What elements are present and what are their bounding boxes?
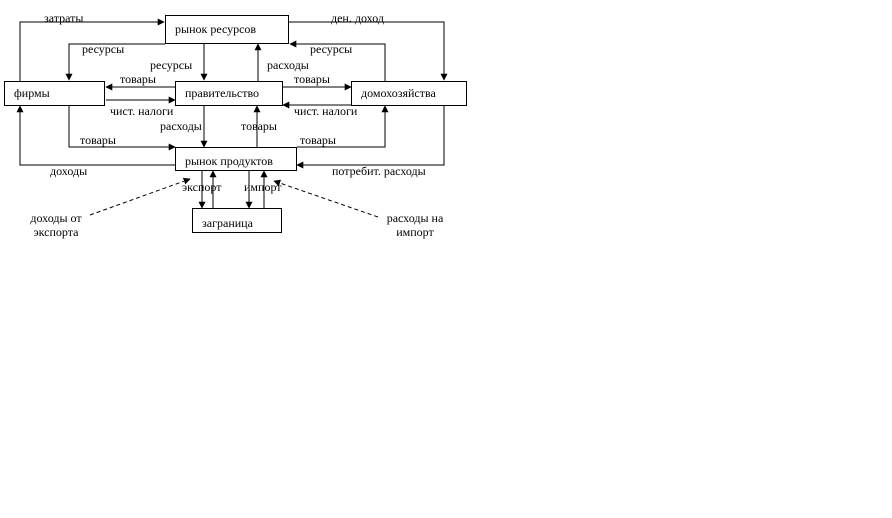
label-costs: затраты [44, 11, 84, 25]
resource-market-box: рынок ресурсов [165, 15, 289, 44]
label-net-taxes-households: чист. налоги [294, 104, 358, 118]
label-gov-spending-top: расходы [267, 58, 309, 72]
label-gov-spending-bottom: расходы [160, 119, 202, 133]
government-box: правительство [175, 81, 283, 106]
label-export-income-line2: экспорта [33, 225, 79, 239]
flow-resources-firms-arrow [65, 43, 165, 81]
label-resources-firms: ресурсы [82, 42, 125, 56]
flow-money-income-arrow [288, 21, 448, 81]
label-goods-products-households: товары [300, 133, 336, 147]
abroad-box: заграница [192, 208, 282, 233]
label-resources-gov: ресурсы [150, 58, 193, 72]
label-goods-gov-firms: товары [120, 72, 156, 86]
label-goods-gov-households: товары [294, 72, 330, 86]
label-import: импорт [244, 180, 282, 194]
label-import-spending-line2: импорт [396, 225, 434, 239]
label-export-income-line1: доходы от [30, 211, 82, 225]
label-goods-firms-products: товары [80, 133, 116, 147]
flow-goods-products-households-arrow [297, 105, 389, 148]
label-consumer-spending: потребит. расходы [332, 164, 426, 178]
label-import-spending: расходы на импорт [376, 211, 454, 239]
flow-goods-firms-products-arrow [68, 106, 176, 151]
label-money-income: ден. доход [331, 11, 384, 25]
label-export: экспорт [182, 180, 222, 194]
import-spending-pointer [273, 179, 379, 218]
flow-consumer-spending-arrow [296, 106, 445, 169]
households-box: домохозяйства [351, 81, 467, 106]
product-market-box: рынок продуктов [175, 147, 297, 171]
firms-box: фирмы [4, 81, 105, 106]
flow-incomes-arrow [16, 105, 176, 166]
flow-resources-households-arrow [289, 40, 386, 81]
label-import-spending-line1: расходы на [386, 211, 444, 225]
label-incomes: доходы [50, 164, 88, 178]
label-export-income: доходы от экспорта [22, 211, 90, 239]
export-income-pointer [89, 177, 191, 216]
label-net-taxes-firms: чист. налоги [110, 104, 174, 118]
label-resources-households: ресурсы [310, 42, 353, 56]
label-goods-products-gov: товары [241, 119, 277, 133]
flow-costs-arrow [19, 18, 165, 81]
